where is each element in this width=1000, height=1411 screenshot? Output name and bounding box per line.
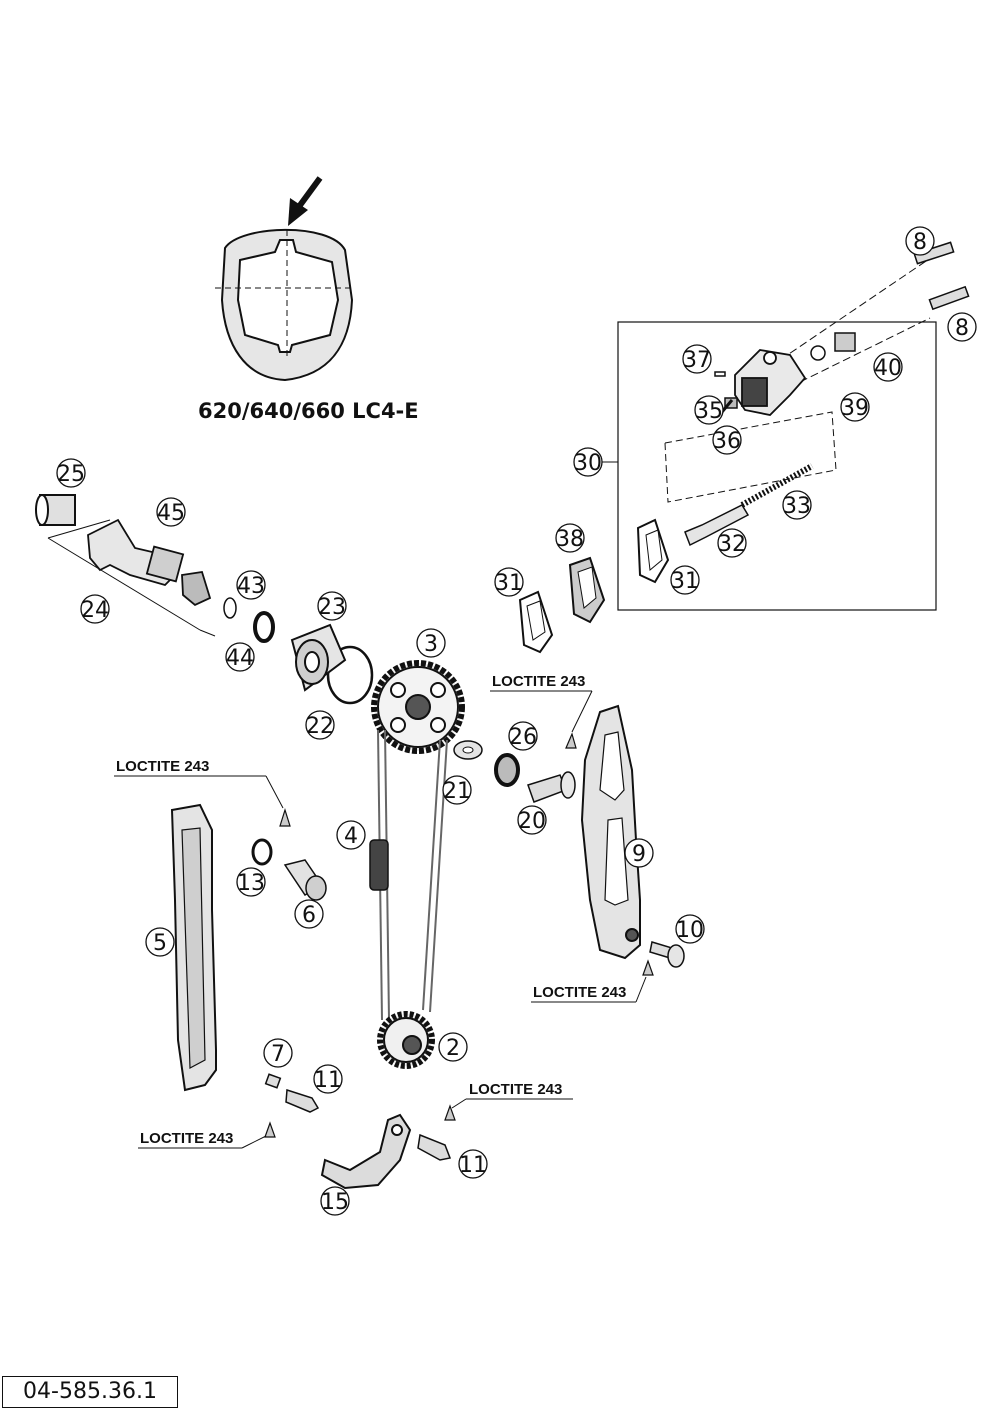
callout-45: 45 bbox=[157, 501, 185, 526]
guide-bolt-icon bbox=[251, 838, 327, 901]
tensioner-small-parts bbox=[714, 332, 856, 413]
tensioner-plunger bbox=[684, 504, 750, 547]
callout-38: 38 bbox=[556, 527, 584, 552]
callout-23: 23 bbox=[318, 595, 346, 620]
callout-30: 30 bbox=[574, 451, 602, 476]
callout-4: 4 bbox=[344, 824, 358, 849]
callout-21: 21 bbox=[443, 779, 471, 804]
loctite-note: LOCTITE 243 bbox=[492, 673, 585, 690]
arrow-down-left-icon bbox=[288, 176, 323, 226]
fastener-icon bbox=[264, 1073, 452, 1161]
callout-20: 20 bbox=[518, 809, 546, 834]
callout-5: 5 bbox=[153, 931, 167, 956]
callout-44: 44 bbox=[226, 646, 254, 671]
callout-43: 43 bbox=[237, 574, 265, 599]
needle-bearing-icon bbox=[35, 494, 76, 526]
callout-2: 2 bbox=[446, 1036, 460, 1061]
callout-15: 15 bbox=[321, 1190, 349, 1215]
tensioner-housing bbox=[734, 349, 807, 416]
pivot-bolt-icon bbox=[527, 771, 576, 803]
loctite-note: LOCTITE 243 bbox=[116, 758, 209, 775]
inset-sprocket-detail bbox=[215, 228, 355, 382]
callout-35: 35 bbox=[695, 399, 723, 424]
callout-22: 22 bbox=[306, 714, 334, 739]
loctite-drop-icon bbox=[264, 732, 654, 1138]
ball-bearing-icon bbox=[290, 623, 347, 692]
tensioner-rail bbox=[580, 704, 641, 960]
chain-guide bbox=[320, 1113, 412, 1190]
callout-37: 37 bbox=[683, 348, 711, 373]
loctite-note: LOCTITE 243 bbox=[140, 1130, 233, 1147]
camshaft bbox=[47, 518, 216, 637]
callout-balloons bbox=[56, 226, 977, 1216]
tensioner-assembly-frame bbox=[598, 254, 937, 611]
spring-icon bbox=[740, 463, 814, 508]
callout-9: 9 bbox=[632, 842, 646, 867]
loctite-notes: LOCTITE 243 LOCTITE 243 LOCTITE 243 LOCT… bbox=[114, 673, 647, 1149]
callout-32: 32 bbox=[718, 532, 746, 557]
drawing-number: 04-585.36.1 bbox=[23, 1379, 157, 1404]
washer-icon bbox=[453, 740, 520, 787]
callout-8: 8 bbox=[913, 230, 927, 255]
drawing-number-box: 04-585.36.1 bbox=[2, 1376, 178, 1408]
callout-11: 11 bbox=[314, 1068, 342, 1093]
callout-13: 13 bbox=[237, 871, 265, 896]
callout-39: 39 bbox=[841, 396, 869, 421]
callout-33: 33 bbox=[783, 494, 811, 519]
loctite-note: LOCTITE 243 bbox=[533, 984, 626, 1001]
cam-sprocket bbox=[371, 660, 465, 754]
gasket-icon bbox=[518, 518, 670, 654]
callout-8: 8 bbox=[955, 316, 969, 341]
callout-11: 11 bbox=[459, 1153, 487, 1178]
callout-3: 3 bbox=[424, 632, 438, 657]
crank-sprocket bbox=[377, 1011, 435, 1069]
callout-31: 31 bbox=[495, 571, 523, 596]
bolt-icon bbox=[649, 941, 685, 968]
callout-25: 25 bbox=[57, 462, 85, 487]
callout-26: 26 bbox=[509, 725, 537, 750]
callout-31: 31 bbox=[671, 569, 699, 594]
chain-link-icon bbox=[369, 839, 389, 891]
model-caption: 620/640/660 LC4-E bbox=[198, 399, 419, 423]
callout-40: 40 bbox=[874, 356, 902, 381]
callout-10: 10 bbox=[676, 918, 704, 943]
callout-6: 6 bbox=[302, 903, 316, 928]
callout-36: 36 bbox=[713, 429, 741, 454]
callout-numbers: 8 8 37 40 35 39 36 30 33 32 31 38 31 25 … bbox=[57, 230, 969, 1215]
guide-rail bbox=[170, 803, 217, 1092]
callout-7: 7 bbox=[271, 1042, 285, 1067]
callout-24: 24 bbox=[81, 598, 109, 623]
loctite-note: LOCTITE 243 bbox=[469, 1081, 562, 1098]
